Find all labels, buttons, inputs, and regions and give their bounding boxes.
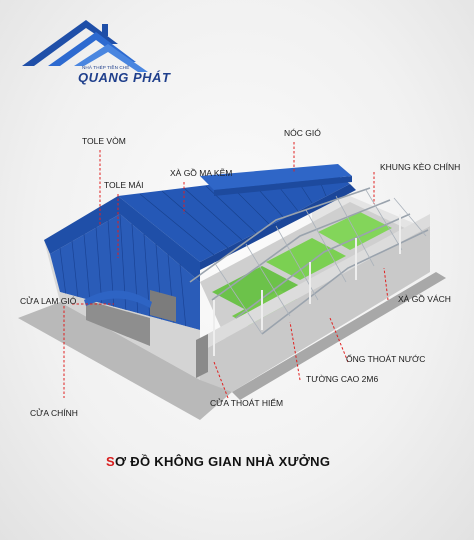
roof-sheet bbox=[118, 170, 350, 262]
label-noc-gio: NÓC GIÓ bbox=[284, 128, 321, 138]
green-floor bbox=[212, 266, 300, 312]
title-first-letter: S bbox=[106, 454, 115, 469]
label-cua-lam-gio: CỬA LAM GIÓ bbox=[20, 296, 77, 306]
logo-tagline: NHÀ THÉP TIỀN CHẾ bbox=[82, 65, 130, 70]
label-cua-chinh: CỬA CHÍNH bbox=[30, 408, 78, 418]
label-khung-keo-chinh: KHUNG KÈO CHÍNH bbox=[380, 162, 461, 172]
label-tuong-cao: TƯỜNG CAO 2M6 bbox=[306, 374, 379, 384]
label-cua-thoat-hiem: CỬA THOÁT HIỂM bbox=[210, 398, 284, 408]
title-rest: Ơ ĐỒ KHÔNG GIAN NHÀ XƯỞNG bbox=[114, 454, 331, 469]
ground-slab bbox=[18, 302, 232, 420]
emergency-door bbox=[196, 334, 208, 378]
label-tole-vom: TOLE VÒM bbox=[82, 136, 126, 146]
steel-frame bbox=[189, 187, 429, 335]
logo-brand: QUANG PHÁT bbox=[78, 70, 171, 85]
ridge-vent bbox=[200, 164, 352, 190]
louver-window bbox=[150, 290, 176, 322]
label-ong-thoat-nuoc: ỐNG THOÁT NƯỚC bbox=[346, 354, 426, 364]
label-xa-go-vach: XÀ GỒ VÁCH bbox=[398, 294, 451, 304]
label-tole-mai: TOLE MÁI bbox=[104, 180, 144, 190]
roof-logo-icon bbox=[22, 20, 148, 72]
label-xa-go-ma-kem: XÀ GỒ MA KẼM bbox=[170, 168, 233, 178]
main-door-opening bbox=[86, 300, 150, 346]
diagram-title: SƠ ĐỒ KHÔNG GIAN NHÀ XƯỞNG bbox=[106, 454, 330, 469]
side-wall bbox=[200, 226, 430, 392]
company-logo: NHÀ THÉP TIỀN CHẾ QUANG PHÁT bbox=[18, 14, 171, 85]
leader-lines bbox=[63, 142, 389, 399]
